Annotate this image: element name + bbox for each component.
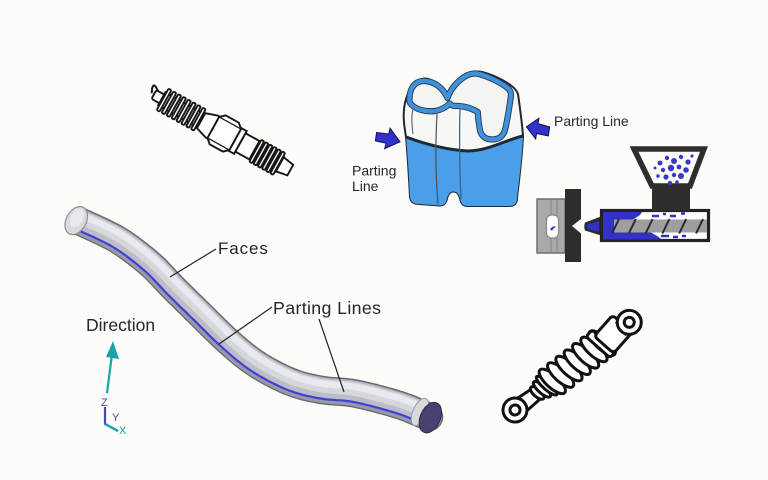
svg-text:Parting Line: Parting Line: [554, 113, 629, 129]
svg-text:Faces: Faces: [218, 239, 269, 258]
svg-text:Direction: Direction: [86, 315, 155, 335]
svg-text:X: X: [119, 425, 127, 437]
svg-text:Parting Lines: Parting Lines: [273, 298, 381, 318]
svg-text:Parting: Parting: [352, 163, 396, 179]
svg-text:Y: Y: [112, 412, 120, 424]
svg-text:Z: Z: [101, 397, 108, 409]
svg-text:Line: Line: [352, 178, 379, 194]
